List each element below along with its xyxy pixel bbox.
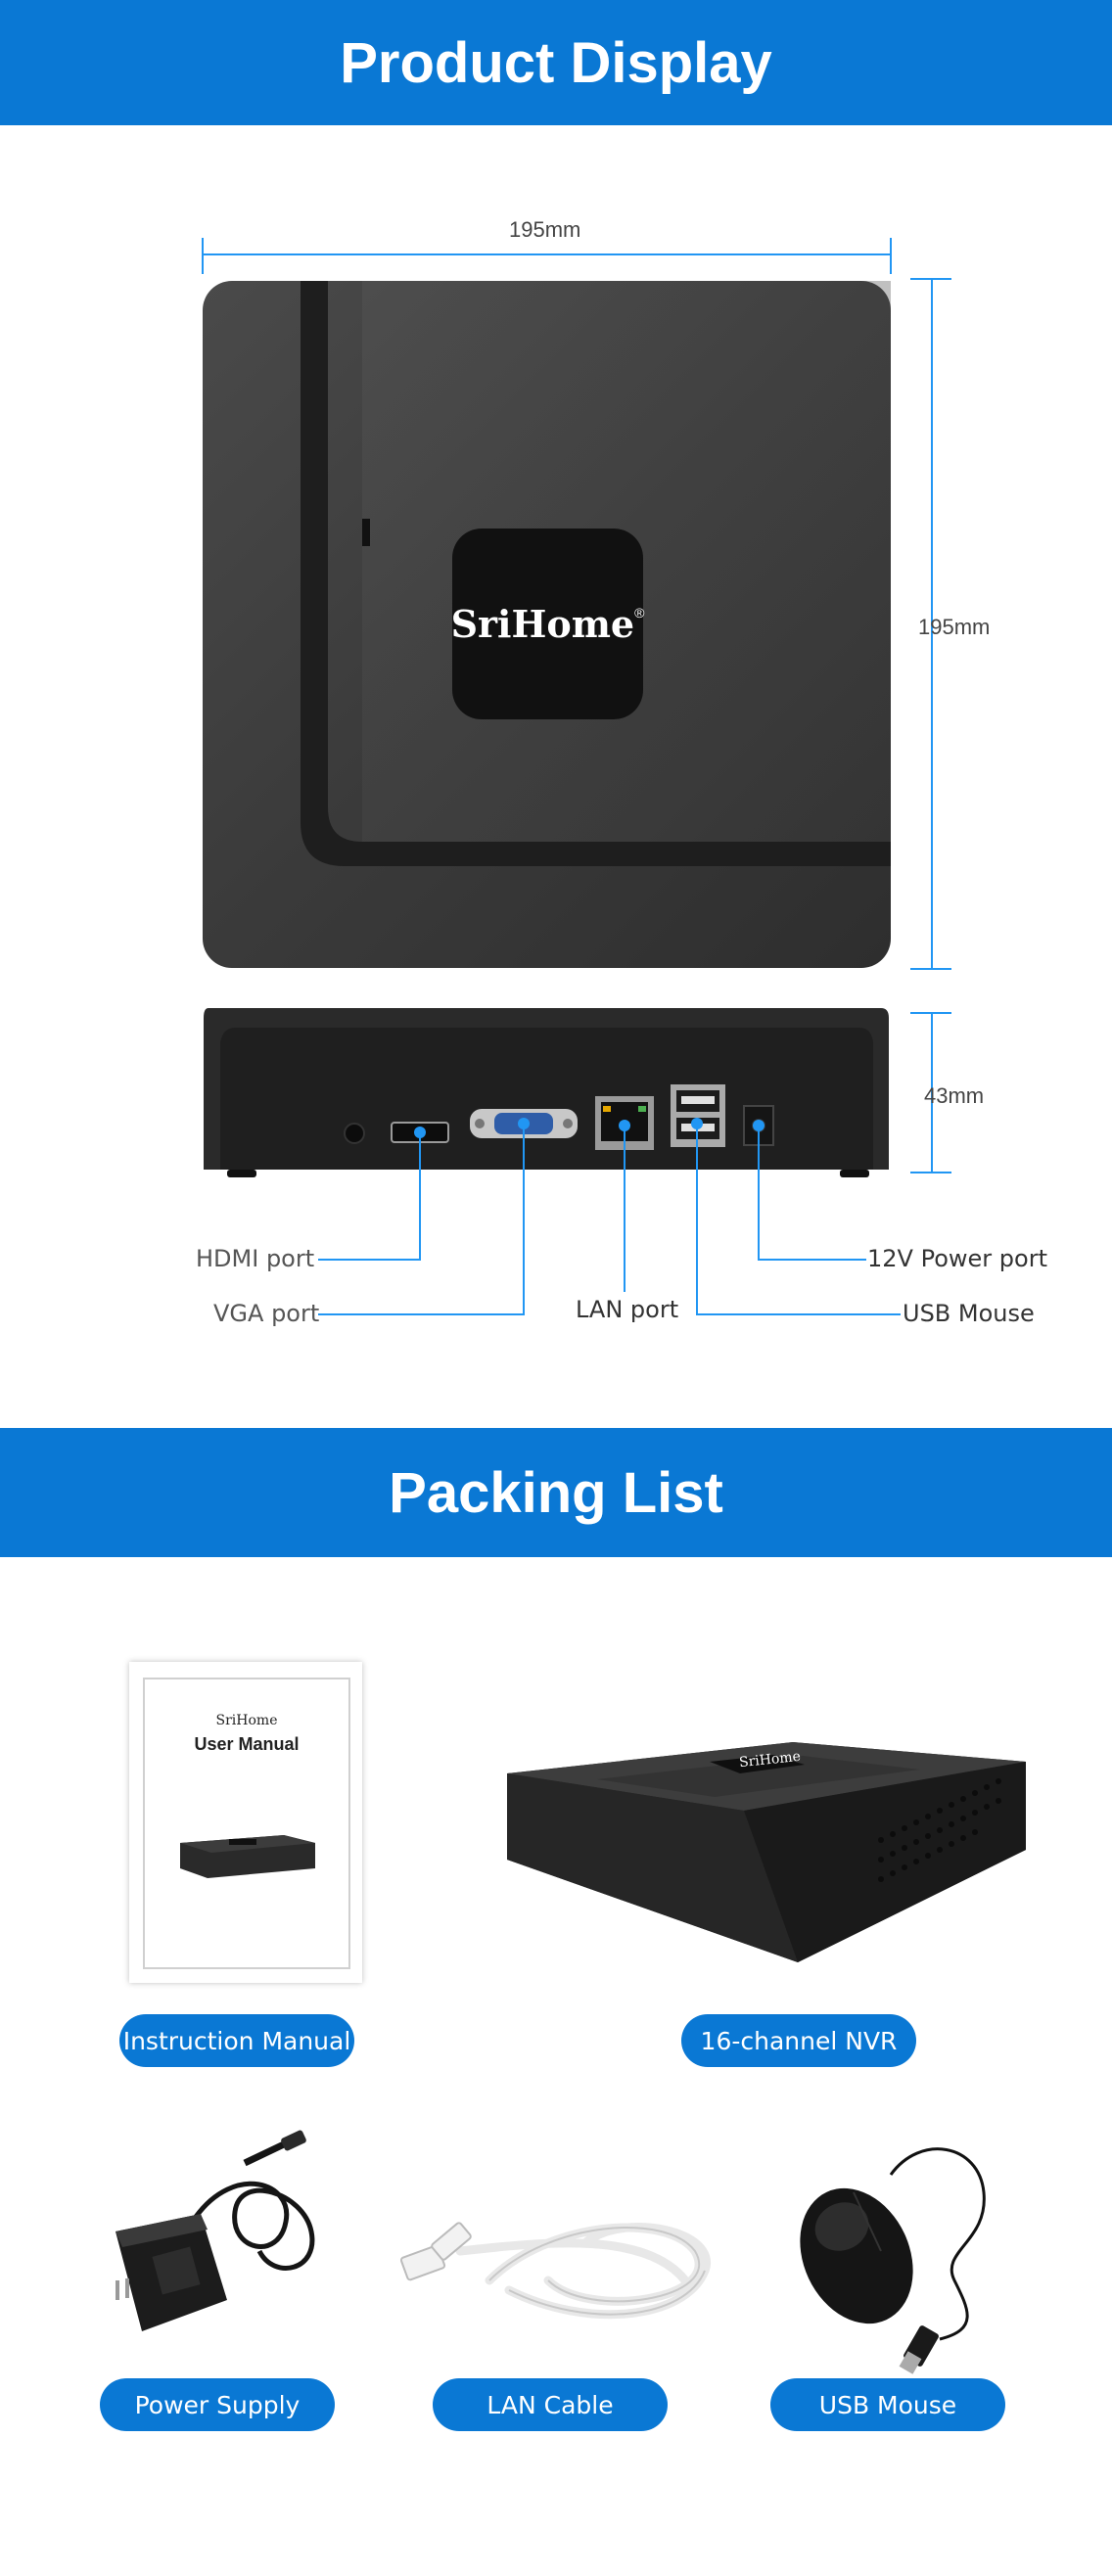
usb-mouse-port-label: USB Mouse	[903, 1300, 1035, 1327]
vga-port-label: VGA port	[213, 1300, 320, 1327]
manual-title-text: User Manual	[194, 1734, 300, 1754]
nvr-logo-plate: SriHome ®	[450, 529, 645, 719]
instruction-manual-label: Instruction Manual	[119, 2014, 354, 2067]
nvr-logo-text: SriHome	[450, 602, 635, 646]
packing-list-title: Packing List	[389, 1460, 723, 1525]
width-dimension-label: 195mm	[509, 217, 581, 242]
product-display-banner: Product Display	[0, 0, 1112, 125]
hdmi-port-label: HDMI port	[196, 1245, 315, 1272]
lan-port-label: LAN port	[576, 1296, 679, 1323]
lan-cable-label: LAN Cable	[433, 2378, 668, 2431]
manual-brand-text: SriHome	[215, 1713, 278, 1728]
power-supply-label: Power Supply	[100, 2378, 335, 2431]
height-dimension-label: 43mm	[924, 1083, 985, 1108]
manual-nvr-illustration	[180, 1835, 315, 1878]
nvr-label: 16-channel NVR	[681, 2014, 916, 2067]
power-port-label: 12V Power port	[867, 1245, 1047, 1272]
depth-dimension-label: 195mm	[918, 615, 991, 639]
usb-mouse-label: USB Mouse	[770, 2378, 1005, 2431]
product-display-title: Product Display	[340, 30, 772, 95]
user-manual-image: SriHome User Manual	[129, 1662, 362, 1983]
packing-list-banner: Packing List	[0, 1428, 1112, 1557]
registered-mark-icon: ®	[634, 604, 645, 621]
